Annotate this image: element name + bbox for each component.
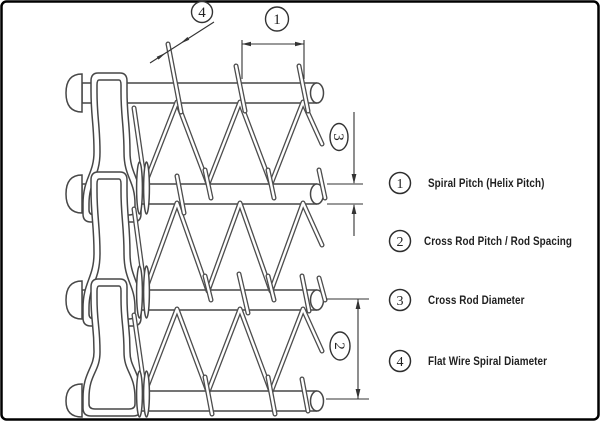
cross-rod-1	[65, 73, 325, 113]
callout-2-balloon	[329, 331, 351, 361]
wire-wraps-rod-4	[202, 374, 311, 417]
legend-number-4: 4	[397, 355, 404, 370]
arrow-up	[351, 204, 357, 214]
callout-3-number: 3	[330, 133, 346, 141]
rod-end	[309, 390, 325, 412]
callout-4-number: 4	[198, 5, 206, 21]
rod-head-cap	[65, 73, 83, 113]
dimension-flat-wire-diameter: 4	[149, 0, 215, 64]
legend-balloon-2	[388, 229, 412, 253]
spiral-band-2	[131, 200, 325, 294]
spiral-band-3	[131, 306, 325, 395]
legend-number-1: 1	[397, 177, 404, 192]
callout-2-number: 2	[331, 342, 347, 350]
arrow-bottom	[355, 389, 361, 399]
arrow-upper	[180, 37, 190, 44]
rod-head-cap	[65, 174, 83, 214]
rod-end	[309, 82, 325, 104]
legend-item-1: 1 Spiral Pitch (Helix Pitch)	[388, 171, 545, 195]
legend-label-4: Flat Wire Spiral Diameter	[428, 355, 548, 368]
wire-wraps-rod-1	[165, 41, 311, 115]
spiral-band-1	[131, 99, 325, 187]
rod-head-cap	[65, 280, 83, 320]
legend-number-3: 3	[397, 294, 404, 309]
callout-1-number: 1	[273, 12, 281, 28]
wire-wraps-rod-3	[202, 271, 328, 316]
legend-balloon-4	[388, 349, 412, 373]
legend-label-3: Cross Rod Diameter	[428, 294, 525, 307]
legend-number-2: 2	[397, 235, 404, 250]
wire-wraps-rod-2	[174, 167, 328, 216]
rod-head-cap	[65, 383, 83, 418]
callout-3-balloon	[329, 122, 349, 152]
legend-label-1: Spiral Pitch (Helix Pitch)	[428, 177, 545, 190]
legend-label-2: Cross Rod Pitch / Rod Spacing	[424, 235, 572, 248]
dimension-cross-rod-pitch: 2	[326, 298, 369, 400]
callout-1-balloon	[264, 6, 290, 32]
legend-balloon-3	[388, 288, 412, 312]
arrow-down	[351, 174, 357, 184]
dimension-cross-rod-diameter: 3	[327, 112, 363, 236]
chain-link-3	[82, 278, 142, 417]
spiral-end-loops-rod-2	[135, 161, 151, 215]
callout-4-balloon	[190, 0, 214, 24]
spiral-end-loops-rod-3	[135, 265, 151, 319]
arrow-top	[355, 299, 361, 309]
legend-item-2: 2 Cross Rod Pitch / Rod Spacing	[388, 229, 572, 253]
legend-item-4: 4 Flat Wire Spiral Diameter	[388, 349, 548, 373]
arrow-right	[295, 41, 304, 47]
dimension-spiral-pitch: 1	[241, 6, 305, 79]
legend-balloon-1	[388, 171, 412, 195]
spiral-end-loops-rod-4	[135, 370, 151, 418]
arrow-lower	[156, 52, 166, 60]
legend-item-3: 3 Cross Rod Diameter	[388, 288, 525, 312]
legend: 1 Spiral Pitch (Helix Pitch) 2 Cross Rod…	[388, 171, 572, 373]
arrow-left	[242, 41, 251, 47]
